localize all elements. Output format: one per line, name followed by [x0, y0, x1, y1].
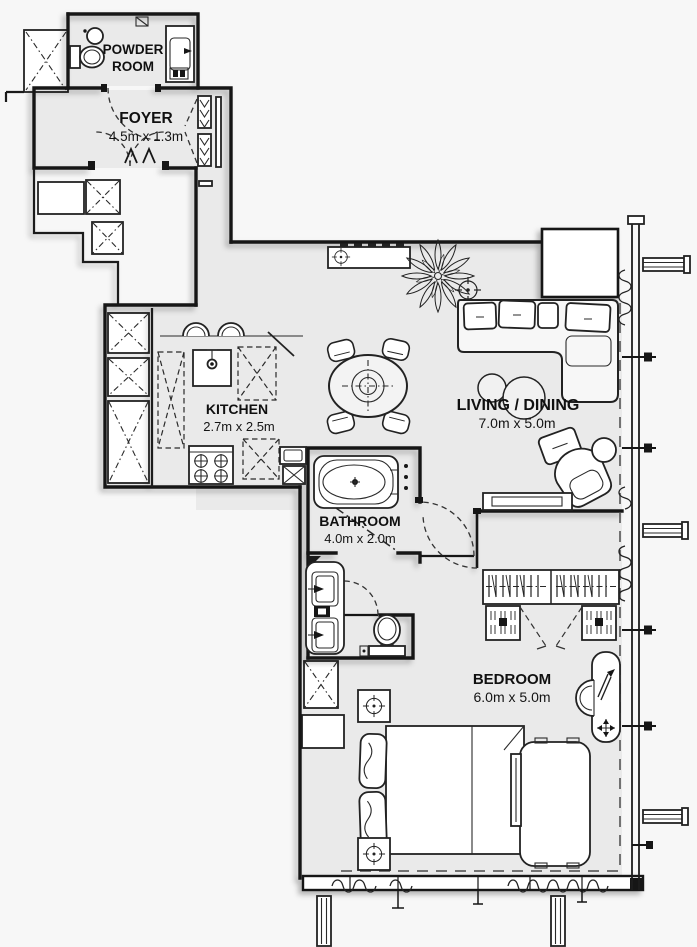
- sofa: [457, 299, 619, 403]
- glazing-coil-bottom-1: [331, 879, 377, 893]
- walls: [32, 12, 645, 892]
- doors: [88, 84, 481, 617]
- bathroom-dimensions: 4.0m x 2.0m: [324, 531, 396, 546]
- vanity-double-sink: [305, 561, 345, 655]
- dining-set: [325, 336, 412, 436]
- bathtub: [313, 455, 408, 509]
- foyer-label: FOYER: [119, 110, 172, 127]
- shoe-drawer-right: [581, 605, 617, 641]
- vent: [135, 16, 149, 27]
- powder-room-fixtures: [69, 16, 195, 83]
- shaft-box-1: [85, 179, 121, 215]
- powder-room-label-line1: POWDER: [103, 42, 164, 57]
- coffee-table-large: [502, 376, 546, 420]
- shower-door: [335, 507, 398, 552]
- desk-chair: [575, 679, 595, 717]
- kitchen-label: KITCHEN: [206, 401, 268, 417]
- facade: [316, 215, 691, 947]
- mullion-stubs: [622, 352, 656, 849]
- foyer-closet-bifold: [184, 95, 222, 187]
- nightstand-bottom: [357, 837, 391, 871]
- bar-stool: [182, 322, 210, 337]
- room-labels: POWDER ROOM FOYER 4.5m x 1.3m KITCHEN 2.…: [103, 42, 580, 705]
- dining-table: [328, 354, 408, 418]
- living-furniture: [327, 239, 619, 511]
- bedroom-door: [422, 508, 481, 569]
- powder-room-label-line2: ROOM: [112, 59, 154, 74]
- kitchen-counter-corner: [267, 331, 295, 357]
- powder-room-door: [101, 84, 161, 141]
- bathroom-label: BATHROOM: [319, 513, 400, 529]
- hangers-left: [488, 575, 539, 597]
- bedroom-furniture: [357, 569, 621, 871]
- bedroom-shaft: [301, 660, 345, 749]
- kitchen-side-counter: [279, 446, 307, 485]
- elevator-shaft: [4, 29, 69, 102]
- bathroom-door: [415, 497, 475, 558]
- bathroom-fixtures: [305, 455, 408, 657]
- toilet: [359, 614, 406, 657]
- kitchen-sink-island: [192, 349, 232, 387]
- tv-console: [482, 492, 573, 511]
- glazing-coil-bottom-2: [389, 879, 413, 893]
- shoe-drawer-left: [485, 605, 521, 641]
- desk: [591, 651, 621, 743]
- dresser-tv-unit: [510, 737, 591, 869]
- side-table: [591, 437, 617, 463]
- powder-sink: [86, 27, 104, 45]
- plant: [401, 239, 475, 313]
- foyer-closet: [37, 181, 85, 215]
- kitchen-shaft-column: [107, 312, 150, 484]
- curtain-wall: [631, 219, 640, 890]
- facade-fin-top: [642, 255, 691, 274]
- entry-door: [88, 131, 169, 170]
- glazing-coil-mid: [618, 486, 632, 510]
- facade-fin-bottom: [642, 807, 689, 826]
- bedroom-dimensions: 6.0m x 5.0m: [473, 689, 550, 705]
- wardrobe: [482, 569, 620, 605]
- powder-toilet: [69, 45, 105, 69]
- living-dining-label: LIVING / DINING: [457, 397, 580, 414]
- powder-vanity: [165, 25, 195, 83]
- pillow: [358, 732, 388, 790]
- hangers-right: [556, 575, 607, 597]
- closet-door-swing: [519, 606, 583, 647]
- wc-door: [343, 580, 379, 617]
- kitchen-dimensions: 2.7m x 2.5m: [203, 419, 275, 434]
- kitchen-fixtures: [157, 322, 307, 485]
- foyer-dimensions: 4.5m x 1.3m: [109, 129, 183, 144]
- bottom-fins: [316, 890, 587, 947]
- stove: [188, 445, 234, 485]
- nightstand-top: [357, 689, 391, 723]
- bar-stool: [217, 322, 245, 337]
- bedroom-label: BEDROOM: [473, 671, 551, 688]
- glazing-coil-bottom-3: [507, 879, 609, 893]
- console-table: [327, 243, 411, 269]
- service-shafts: [4, 29, 345, 749]
- upper-cabinets: [157, 346, 280, 480]
- shaft-box-2: [91, 221, 124, 255]
- wall-chunk: [540, 227, 620, 299]
- facade-fin-mid: [642, 521, 689, 540]
- living-dining-dimensions: 7.0m x 5.0m: [478, 415, 555, 431]
- glazing-coil-top-right: [618, 269, 632, 326]
- bed: [358, 725, 525, 855]
